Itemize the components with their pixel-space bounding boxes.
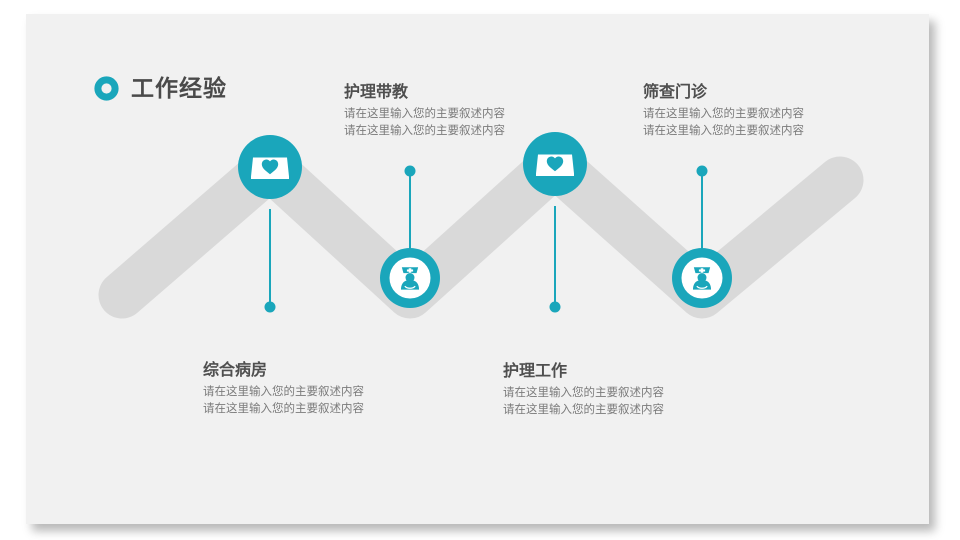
node-3-line-2: 请在这里输入您的主要叙述内容 <box>503 404 664 417</box>
node-1-text-block: 综合病房 请在这里输入您的主要叙述内容 请在这里输入您的主要叙述内容 <box>203 360 433 419</box>
node-2-heading: 护理带教 <box>344 84 409 101</box>
page-title: 工作经验 <box>94 76 227 101</box>
nurse-cap-icon <box>536 154 574 176</box>
node-2-text-block: 护理带教 请在这里输入您的主要叙述内容 请在这里输入您的主要叙述内容 <box>344 82 574 141</box>
slide-canvas: 工作经验 综合病房 请在这里输入您的主要叙述内容 请在这里输入您的主要叙述内容 … <box>26 14 929 524</box>
connector-node-2 <box>404 165 416 262</box>
node-3-heading: 护理工作 <box>503 363 568 380</box>
timeline-node-3[interactable] <box>672 248 732 308</box>
timeline-node-1[interactable] <box>380 248 440 308</box>
node-2-line-2: 请在这里输入您的主要叙述内容 <box>344 125 505 138</box>
node-1-heading: 综合病房 <box>203 362 268 379</box>
connector-node-1 <box>264 209 276 313</box>
node-1-line-1: 请在这里输入您的主要叙述内容 <box>203 385 364 398</box>
zigzag-ribbon-graphic <box>98 132 864 319</box>
node-3-line-1: 请在这里输入您的主要叙述内容 <box>503 386 664 399</box>
nurse-cap-icon <box>251 157 289 179</box>
page-title-label: 工作经验 <box>131 75 227 101</box>
nurse-figure-icon <box>400 267 420 290</box>
node-1-line-2: 请在这里输入您的主要叙述内容 <box>203 403 364 416</box>
ring-icon <box>94 76 119 101</box>
node-4-heading: 筛查门诊 <box>643 84 708 101</box>
timeline-node-2[interactable] <box>238 135 302 199</box>
connector-node-4 <box>696 165 708 262</box>
timeline-node-4[interactable] <box>523 132 587 196</box>
node-4-line-2: 请在这里输入您的主要叙述内容 <box>643 125 804 138</box>
node-4-text-block: 筛查门诊 请在这里输入您的主要叙述内容 请在这里输入您的主要叙述内容 <box>643 82 873 141</box>
ribbon-path <box>98 140 864 319</box>
node-4-line-1: 请在这里输入您的主要叙述内容 <box>643 107 804 120</box>
node-2-line-1: 请在这里输入您的主要叙述内容 <box>344 107 505 120</box>
nurse-figure-icon <box>692 267 712 290</box>
node-3-text-block: 护理工作 请在这里输入您的主要叙述内容 请在这里输入您的主要叙述内容 <box>503 361 733 420</box>
connector-node-3 <box>549 206 561 313</box>
